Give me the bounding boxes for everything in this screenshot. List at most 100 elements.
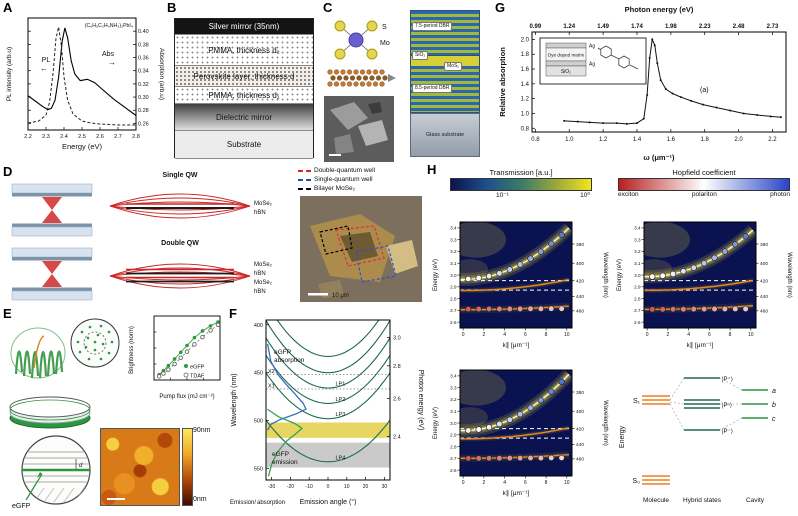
svg-text:1.4: 1.4: [521, 82, 530, 88]
pump-beam: [42, 261, 62, 274]
upper-polariton-label: |P⁺⟩: [722, 376, 733, 383]
photon-energy-ylabel: Photon energy (eV): [417, 370, 424, 431]
svg-text:2.6: 2.6: [450, 320, 457, 325]
svg-text:400: 400: [760, 261, 768, 267]
wavelength-axis-label: Wavelength (nm): [786, 252, 792, 297]
stack-layer: PMMA, thickness d₁: [175, 87, 313, 104]
svg-text:420: 420: [576, 426, 584, 432]
svg-text:2.6: 2.6: [393, 396, 401, 402]
svg-text:3.0: 3.0: [450, 273, 457, 278]
mirror-layer: [12, 257, 92, 261]
stack-layer: PMMA, thickness d₂: [175, 35, 313, 66]
svg-text:2.7: 2.7: [450, 456, 457, 461]
svg-text:6: 6: [524, 480, 527, 486]
svg-text:3.2: 3.2: [634, 249, 641, 254]
stack-layer: Substrate: [175, 131, 313, 159]
stack-layer-label: Perovskite layer, thickness d: [193, 71, 295, 81]
svg-text:0.30: 0.30: [138, 95, 149, 101]
energy-axis-label: Energy: [619, 425, 626, 448]
s1-levels: [642, 395, 670, 405]
panel-a-label: A: [3, 0, 13, 15]
single-qw-diagram: Single QW MoSe₂ hBN: [109, 172, 273, 219]
svg-text:380: 380: [576, 242, 584, 248]
svg-text:400: 400: [576, 261, 584, 267]
molecule-dots: [76, 324, 114, 361]
k-axis-label: k∥ [μm⁻¹]: [687, 341, 714, 349]
cavity-mode-levels: [742, 389, 768, 419]
svg-text:460: 460: [760, 309, 768, 315]
svg-text:3.2: 3.2: [450, 249, 457, 254]
svg-text:1.4: 1.4: [633, 137, 642, 143]
svg-text:0: 0: [327, 484, 330, 490]
monolayer-diagram: [327, 69, 396, 87]
legend-swatch-blue: [298, 178, 311, 181]
scale-bar: [329, 154, 341, 156]
svg-text:2.2: 2.2: [768, 137, 777, 143]
panel-f-label: F: [229, 306, 237, 321]
bottom-mirror: [11, 226, 93, 237]
pump-beam: [42, 197, 62, 210]
svg-text:3.3: 3.3: [450, 237, 457, 242]
panel-a-xlabel: Energy (eV): [62, 142, 103, 151]
svg-text:2: 2: [482, 332, 485, 338]
brightness-inset-chart: Brightness (norm) Pump flux (mJ cm⁻²) eG…: [129, 315, 221, 400]
hopfield-gradient: [618, 178, 790, 191]
height-colorbar: [182, 428, 193, 506]
hybrid-states-column-label: Hybrid states: [683, 497, 722, 504]
legend-swatch-red: [298, 169, 311, 172]
mose2-label: MoSe₂: [254, 280, 273, 286]
svg-text:0.8: 0.8: [521, 126, 530, 132]
egfp-arrowhead-icon: [37, 472, 42, 478]
flake: [330, 102, 368, 130]
svg-text:2.4: 2.4: [393, 435, 401, 441]
dbr-stack: Glass substrate: [410, 10, 480, 157]
pump-beam: [42, 210, 62, 223]
svg-text:30: 30: [382, 484, 388, 490]
cavity-column-label: Cavity: [746, 497, 765, 504]
cavity-mode-a-label: a: [772, 388, 776, 395]
svg-text:440: 440: [576, 294, 584, 300]
panel-c-label: C: [323, 0, 333, 15]
wavelength-ylabel: Wavelength (nm): [231, 373, 238, 426]
sample-microscopy-image: 10 μm: [300, 196, 422, 302]
svg-text:3.3: 3.3: [450, 385, 457, 390]
bottom-dbr-label: 8.5-period DBR: [412, 84, 453, 93]
egfp-layer-label: eGFP: [12, 503, 31, 510]
svg-text:LP3: LP3: [336, 412, 346, 418]
cavity-mode-b-label: b: [772, 402, 776, 409]
s-atom: [334, 20, 346, 32]
panel-b: B Silver mirror (35nm)PMMA, thickness d₂…: [166, 0, 322, 166]
svg-text:2.6: 2.6: [450, 468, 457, 473]
svg-text:0.26: 0.26: [138, 121, 149, 127]
egfp-emission-annotation: eGFP: [272, 451, 289, 458]
svg-text:3.2: 3.2: [450, 397, 457, 402]
panel-h: H Transmission [a.u.] 10⁻¹ 10⁰ Hopfield …: [426, 162, 796, 514]
svg-text:1.8: 1.8: [701, 137, 710, 143]
panel-a-ylabel-left: PL intensity (arb.u): [6, 47, 13, 101]
svg-text:Ag: Ag: [589, 44, 595, 50]
tick-high: 10⁰: [580, 192, 590, 199]
panel-h-label: H: [427, 162, 437, 177]
legend-item-double-qw: Double-quantum well: [298, 166, 424, 175]
egfp-emission-annotation-2: emission: [272, 459, 298, 466]
s-atom: [366, 20, 378, 32]
svg-text:460: 460: [576, 457, 584, 463]
svg-text:0.36: 0.36: [138, 56, 149, 62]
height-min-label: 0nm: [193, 496, 207, 503]
emission-angle-xlabel: Emission angle (°): [300, 498, 357, 506]
svg-text:-30: -30: [268, 484, 275, 490]
s0-levels: [642, 475, 670, 485]
mirror-layer: [12, 223, 92, 227]
svg-text:SiO₂: SiO₂: [561, 69, 571, 75]
mose2-label: MoSe₂: [254, 262, 273, 268]
svg-text:550: 550: [254, 467, 263, 473]
transmission-colorbar-ticks: 10⁻¹ 10⁰: [450, 191, 592, 200]
barrel-outline: [10, 327, 66, 379]
layer-zoom-circle: d eGFP: [12, 435, 91, 510]
svg-text:2.2: 2.2: [24, 134, 32, 140]
svg-text:1.49: 1.49: [597, 24, 609, 30]
top-dbr-layers: [410, 10, 480, 56]
panel-d: D Single QW MoSe₂ hBN: [2, 164, 426, 308]
